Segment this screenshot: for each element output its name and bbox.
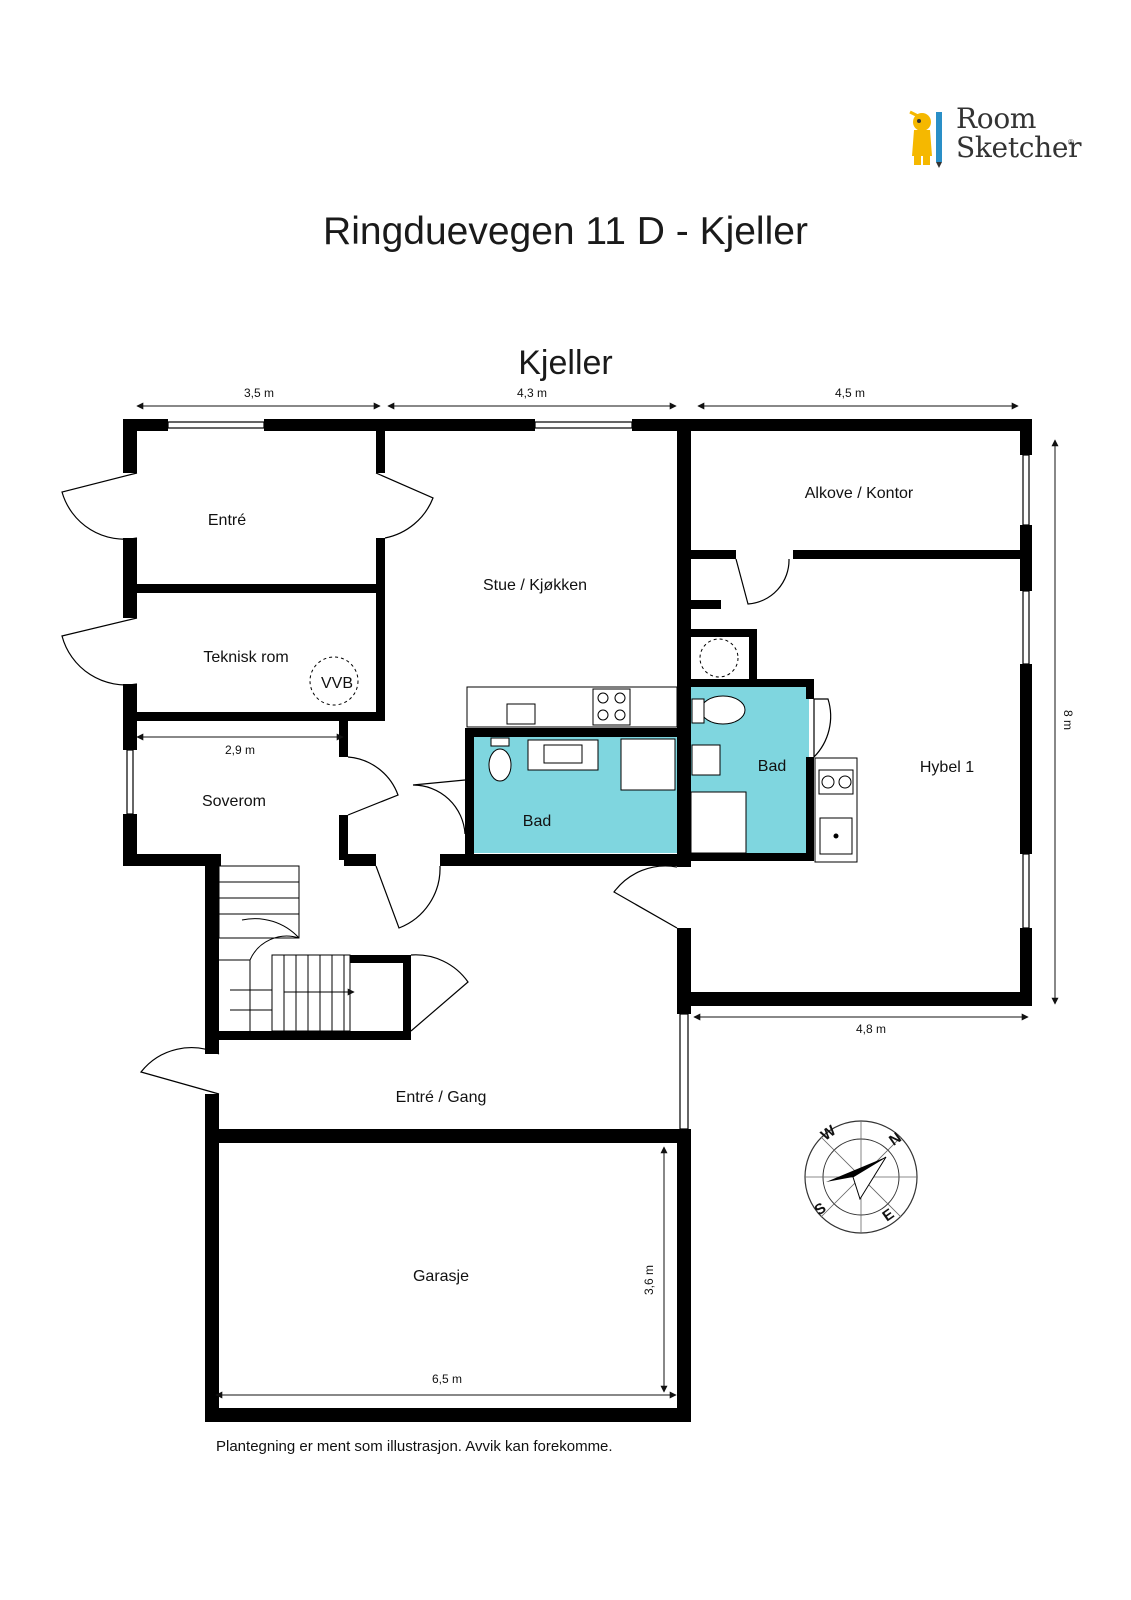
room-label-teknisk-rom: Teknisk rom [203, 649, 288, 666]
doors [61, 472, 832, 1095]
door-hybel [613, 865, 678, 929]
water-heater-icon [699, 638, 739, 678]
door-entre-stue [375, 472, 434, 539]
room-labels: Entré Teknisk rom VVB Soverom Stue / Kjø… [202, 485, 974, 1285]
dim-label-garasje-height: 3,6 m [642, 1265, 656, 1295]
vvb-water-heater-icon [309, 656, 359, 706]
door-bad-1 [412, 779, 466, 835]
toilet-icon [488, 748, 512, 782]
window [1022, 590, 1030, 665]
room-label-vvb: VVB [321, 675, 353, 692]
room-label-bad-2: Bad [758, 758, 786, 775]
logo-line-1: Room [956, 102, 1037, 135]
dimension-labels: 3,5 m 4,3 m 4,5 m 8 m 4,8 m 2,9 m 6,5 m … [225, 386, 1075, 1386]
room-label-garasje: Garasje [413, 1268, 469, 1285]
window [1022, 853, 1030, 929]
dim-label-top-1: 3,5 m [244, 386, 274, 400]
cooktop-icon [592, 688, 631, 726]
window [1022, 454, 1030, 526]
window [126, 749, 134, 815]
door-gang-stue [375, 865, 441, 929]
room-label-bad-1: Bad [523, 813, 551, 830]
room-label-soverom: Soverom [202, 793, 266, 810]
compass-rose-icon: N E S W [804, 1120, 918, 1234]
floor-title: Kjeller [518, 344, 613, 382]
shower-icon [620, 738, 676, 791]
dim-label-right: 8 m [1061, 710, 1075, 730]
plan-title: Ringduevegen 11 D - Kjeller [323, 210, 808, 253]
room-label-hybel-1: Hybel 1 [920, 759, 974, 776]
walls [123, 419, 1032, 1422]
window [679, 1013, 689, 1130]
toilet-icon [700, 695, 746, 725]
logo-wordmark: Room Sketcher [956, 102, 1082, 164]
room-label-entre: Entré [208, 512, 246, 529]
staircase [218, 865, 355, 1032]
door-alkove [735, 558, 790, 605]
window [167, 421, 265, 429]
fixtures [466, 686, 858, 863]
dimension-lines [136, 402, 1059, 1399]
kitchen-sink-icon [506, 703, 536, 725]
dim-label-garasje-width: 6,5 m [432, 1372, 462, 1386]
door-soverom [347, 756, 399, 816]
door-stair [410, 954, 469, 1032]
logo-registered: ® [1068, 138, 1074, 147]
door-gang [139, 1047, 220, 1095]
kitchen-counter [466, 686, 678, 728]
door-bad-2 [813, 698, 832, 759]
windows [126, 421, 1030, 1408]
dim-label-top-2: 4,3 m [517, 386, 547, 400]
roomsketcher-logo: Room Sketcher ® [908, 104, 1088, 174]
dim-label-hybel-bottom: 4,8 m [856, 1022, 886, 1036]
dim-label-top-3: 4,5 m [835, 386, 865, 400]
room-label-alkove-kontor: Alkove / Kontor [805, 485, 914, 502]
logo-figure-icon [909, 110, 942, 168]
shower-icon [690, 791, 747, 854]
room-label-stue-kjokken: Stue / Kjøkken [483, 577, 587, 594]
bath-sink-icon [691, 744, 721, 776]
window [534, 421, 633, 429]
dim-label-soverom: 2,9 m [225, 743, 255, 757]
logo-line-2: Sketcher [956, 131, 1082, 164]
door-teknisk [61, 617, 138, 686]
disclaimer-text: Plantegning er ment som illustrasjon. Av… [216, 1438, 613, 1455]
door-entre [61, 472, 138, 540]
room-label-entre-gang: Entré / Gang [396, 1089, 487, 1106]
